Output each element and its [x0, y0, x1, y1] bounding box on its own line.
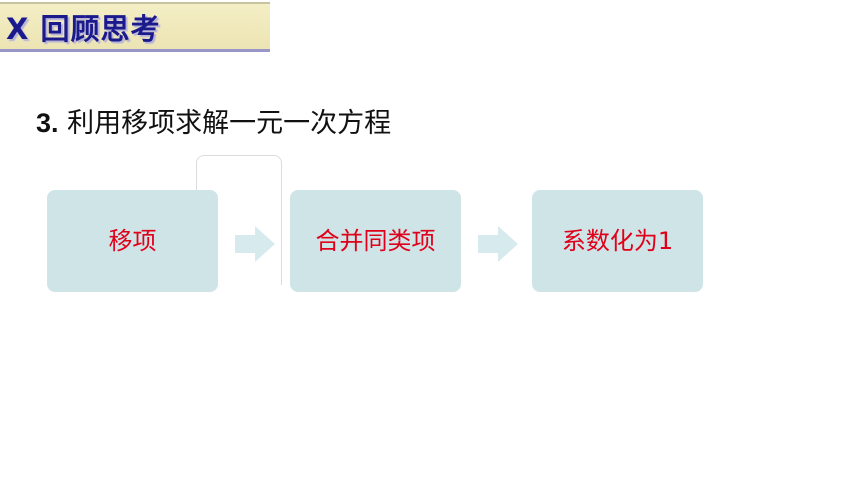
- step-box-coefficient-to-one: 系数化为1: [532, 190, 703, 292]
- heading-number: 3.: [36, 108, 59, 138]
- step-label: 系数化为1: [561, 226, 674, 255]
- section-banner: X 回顾思考: [0, 2, 270, 52]
- step-box-move-terms: 移项: [47, 190, 218, 292]
- lesson-heading: 3. 利用移项求解一元一次方程: [36, 101, 391, 140]
- step-label: 移项: [108, 226, 157, 255]
- step-label: 合并同类项: [315, 226, 436, 255]
- arrow-right-icon: [478, 226, 518, 262]
- banner-title: X 回顾思考: [6, 11, 161, 46]
- arrow-right-icon: [235, 226, 275, 262]
- step-box-combine-like-terms: 合并同类项: [290, 190, 461, 292]
- heading-text: 利用移项求解一元一次方程: [58, 108, 392, 139]
